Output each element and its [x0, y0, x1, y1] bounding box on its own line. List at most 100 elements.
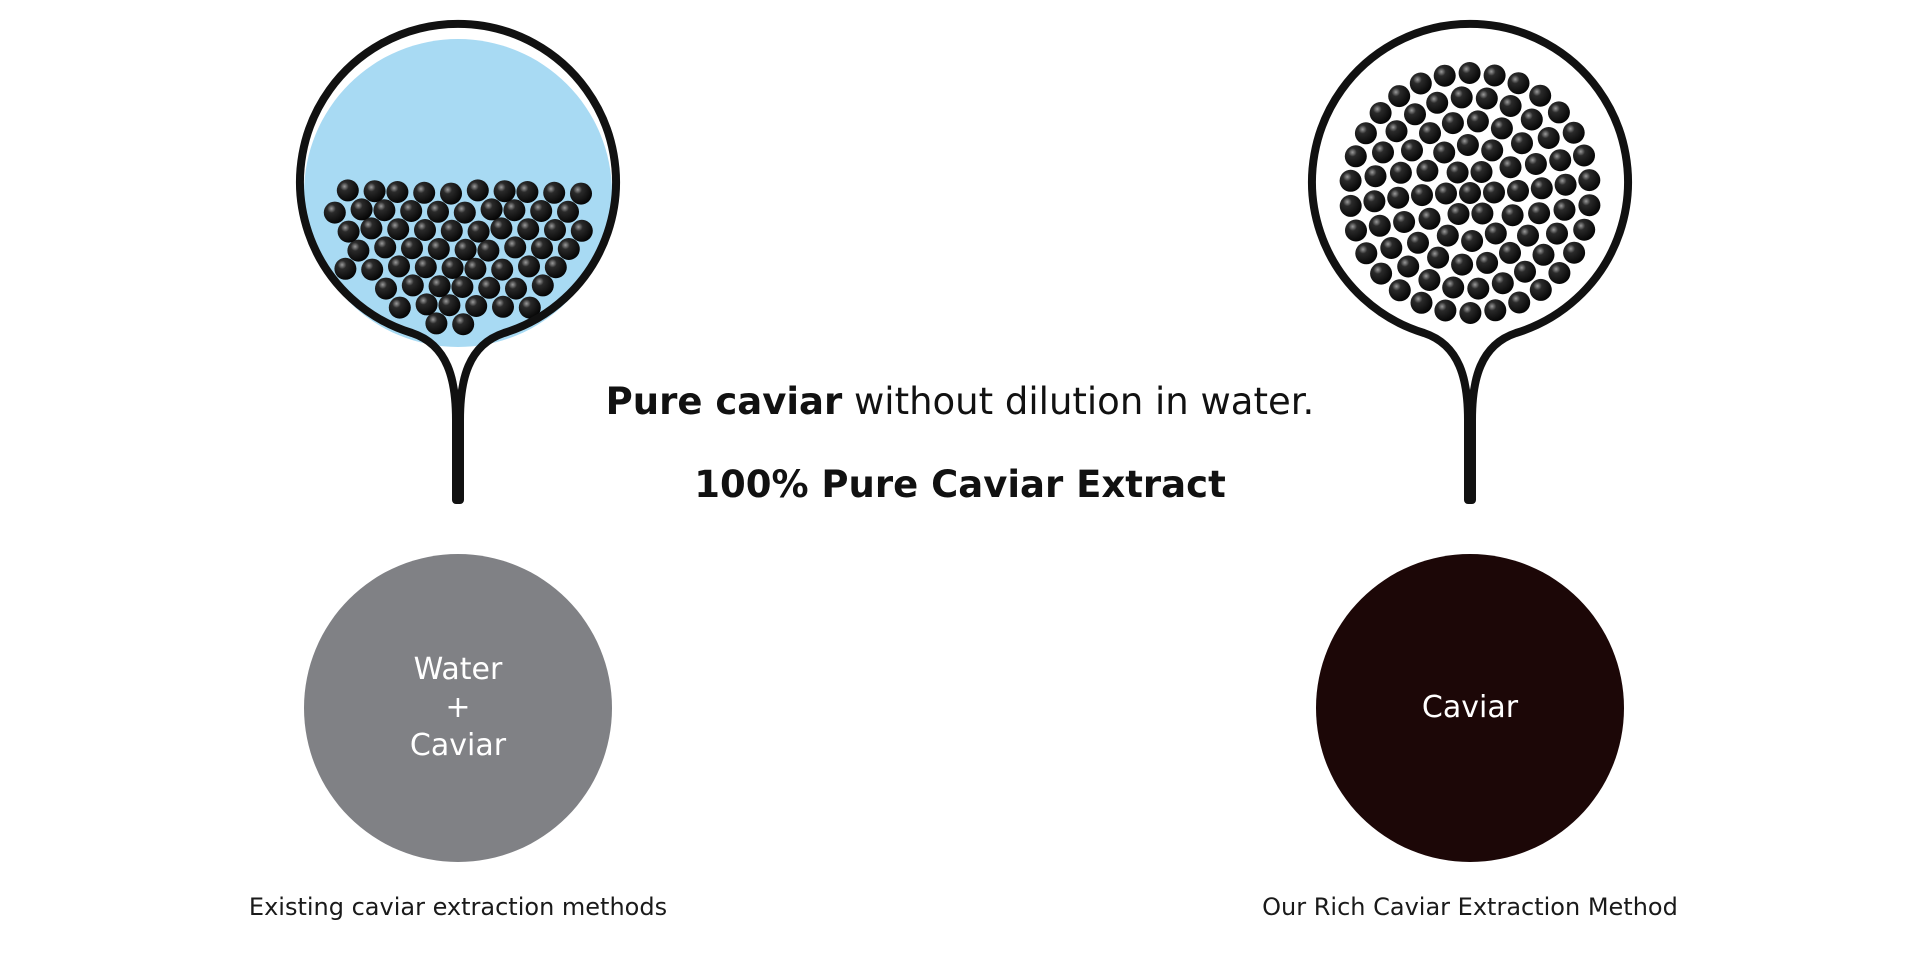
caviar-bead — [1434, 299, 1457, 322]
result-label-plus: + — [445, 690, 471, 725]
caviar-bead — [1393, 211, 1416, 233]
caviar-bead — [504, 236, 527, 259]
caviar-bead — [1554, 173, 1577, 196]
caviar-bead — [1433, 64, 1456, 87]
caviar-bead — [1466, 110, 1489, 133]
caviar-bead — [557, 200, 579, 223]
caviar-bead — [492, 295, 514, 318]
caviar-bead — [1380, 237, 1403, 259]
caviar-bead — [413, 181, 436, 204]
caviar-bead — [465, 295, 488, 317]
caviar-bead — [1481, 139, 1504, 162]
caviar-bead — [427, 200, 449, 223]
caviar-bead — [1345, 219, 1367, 242]
caviar-bead — [1339, 169, 1362, 192]
caviar-bead — [1562, 121, 1585, 144]
caviar-bead — [360, 217, 383, 240]
caviar-bead — [1507, 179, 1529, 202]
caviar-bead — [518, 296, 541, 319]
caviar-bead — [1499, 241, 1521, 264]
caviar-bead — [1573, 218, 1596, 241]
caviar-bead — [1501, 204, 1524, 227]
caviar-bead — [425, 312, 448, 335]
caviar-bead — [400, 200, 423, 222]
caviar-bead — [374, 236, 397, 259]
caviar-bead — [1397, 255, 1420, 278]
caviar-bead — [1548, 262, 1571, 284]
caviar-bead — [1484, 222, 1507, 245]
caviar-bead — [1404, 103, 1426, 126]
caviar-bead — [1451, 253, 1474, 276]
caviar-bead — [1433, 141, 1456, 164]
caviar-bead — [544, 219, 566, 241]
caviar-bead — [477, 239, 500, 262]
caviar-bead — [467, 220, 490, 243]
caviar-bead — [388, 296, 411, 319]
caviar-bead — [1355, 242, 1378, 265]
caviar-bead — [466, 179, 489, 202]
caviar-bead — [1456, 134, 1479, 156]
caviar-bead — [1389, 161, 1412, 184]
caviar-bead — [1426, 91, 1449, 114]
caviar-bead — [1532, 243, 1555, 266]
caviar-bead — [1388, 85, 1411, 108]
caviar-bead — [1427, 246, 1450, 269]
caviar-bead — [503, 199, 526, 222]
funnel-outline — [1308, 19, 1632, 504]
caviar-bead — [480, 198, 503, 221]
water-plus-caviar-circle: Water + Caviar — [304, 554, 612, 862]
caviar-bead — [1517, 224, 1539, 247]
caviar-bead — [517, 218, 540, 241]
caviar-bead — [1529, 278, 1552, 301]
caviar-bead — [1407, 231, 1429, 254]
pure-caviar-circle: Caviar — [1316, 554, 1624, 862]
result-label-water: Water — [413, 652, 503, 687]
pure-caviar-funnel-illustration — [1308, 19, 1632, 504]
caviar-bead — [414, 219, 436, 241]
caviar-bead — [440, 219, 463, 242]
caviar-bead — [530, 200, 553, 222]
caviar-bead — [1447, 203, 1470, 225]
water-caviar-funnel-illustration — [296, 19, 620, 504]
caviar-bead — [453, 201, 476, 224]
caviar-bead — [505, 277, 527, 300]
caviar-bead — [1409, 72, 1432, 95]
caviar-bead — [401, 274, 424, 297]
caviar-bead — [361, 258, 384, 281]
caviar-bead — [414, 256, 437, 279]
caviar-bead — [570, 182, 592, 205]
headline: 100% Pure Caviar Extract — [694, 463, 1226, 506]
caviar-bead — [490, 217, 513, 240]
caviar-bead — [334, 257, 357, 280]
caviar-bead — [1450, 86, 1473, 109]
caviar-bead — [544, 256, 567, 279]
caviar-bead — [1401, 139, 1423, 162]
caviar-bead — [1419, 122, 1441, 145]
caviar-bead — [1372, 141, 1394, 164]
caviar-bead — [1410, 291, 1433, 314]
caviar-bead — [1553, 198, 1576, 221]
tagline: Pure caviar without dilution in water. — [560, 380, 1360, 423]
caviar-bead — [427, 238, 450, 260]
caviar-bead — [1511, 132, 1533, 155]
existing-method-panel: Water + Caviar Existing caviar extractio… — [198, 0, 718, 958]
result-label-caviar: Caviar — [1421, 690, 1519, 725]
caviar-bead — [1461, 230, 1484, 252]
caviar-bead — [491, 258, 514, 281]
caviar-bead — [516, 181, 539, 203]
caviar-bead — [1530, 177, 1553, 200]
caviar-bead — [1411, 184, 1433, 207]
caviar-bead — [1563, 241, 1586, 264]
caviar-bead — [350, 198, 373, 221]
caviar-bead — [1578, 194, 1601, 217]
caviar-bead — [1435, 182, 1457, 205]
tagline-rest: without dilution in water. — [842, 380, 1315, 423]
caviar-bead — [1418, 269, 1441, 291]
caviar-bead — [415, 293, 438, 316]
caviar-bead — [1385, 120, 1408, 143]
caviar-bead — [1369, 102, 1392, 124]
caviar-bead — [1459, 302, 1482, 324]
caviar-bead — [1354, 122, 1377, 145]
caviar-bead — [1524, 153, 1547, 175]
caviar-bead — [1490, 117, 1513, 140]
